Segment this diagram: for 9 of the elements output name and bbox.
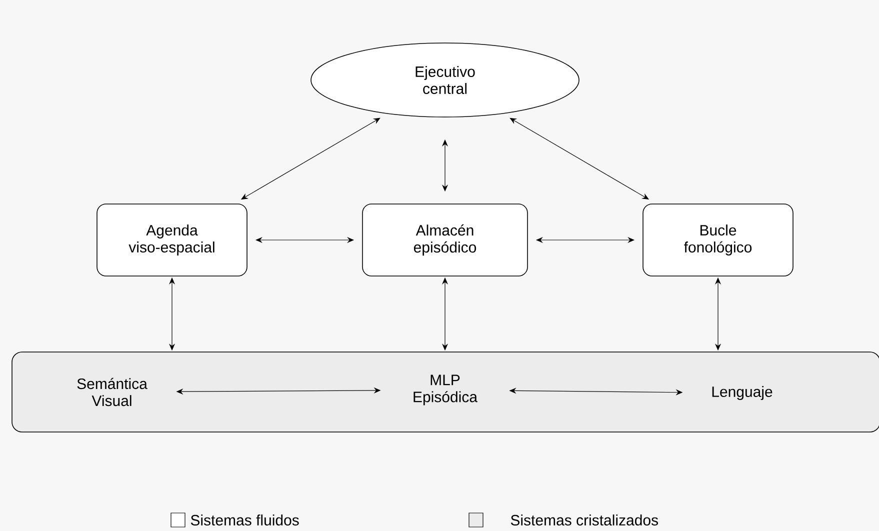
memory-label: Lenguaje [712, 386, 772, 400]
legend-label: Sistemas fluidos [190, 514, 299, 526]
memory-label: MLP Episódica [414, 374, 478, 406]
process-box: Almacén episódico [362, 204, 528, 276]
legend-label: Sistemas cristalizados [510, 514, 658, 526]
process-box: Bucle fonológico [642, 204, 794, 276]
memory-label: Semántica Visual [77, 378, 148, 406]
process-box: Agenda viso-espacial [96, 204, 248, 276]
memory-band [12, 352, 879, 432]
